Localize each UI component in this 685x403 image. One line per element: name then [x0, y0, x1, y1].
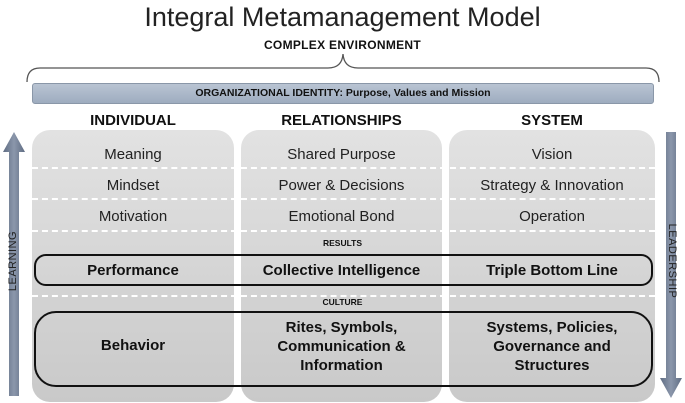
culture-label: CULTURE — [322, 297, 363, 307]
result-performance: Performance — [87, 262, 179, 279]
cell-operation: Operation — [519, 208, 585, 225]
learning-arrow-icon — [3, 132, 25, 396]
cell-meaning: Meaning — [104, 146, 162, 163]
diagram-title: Integral Metamanagement Model — [144, 2, 541, 32]
culture-band — [34, 311, 653, 387]
system-column — [449, 130, 655, 402]
individual-column — [32, 130, 234, 402]
organizational-identity-bar: ORGANIZATIONAL IDENTITY: Purpose, Values… — [32, 83, 654, 104]
row-divider — [32, 295, 655, 297]
cell-shared-purpose: Shared Purpose — [287, 146, 396, 163]
cell-motivation: Motivation — [98, 208, 168, 225]
results-band — [34, 254, 653, 286]
leadership-arrow-icon — [660, 132, 682, 398]
environment-brace — [26, 53, 660, 83]
result-triple-bottom-line: Triple Bottom Line — [486, 262, 618, 279]
leadership-label: LEADERSHIP — [666, 223, 678, 299]
cell-strategy-innovation: Strategy & Innovation — [480, 177, 624, 194]
cell-vision: Vision — [531, 146, 573, 163]
learning-label: LEARNING — [7, 230, 19, 292]
header-individual: INDIVIDUAL — [90, 112, 176, 129]
relationships-column — [241, 130, 442, 402]
environment-label: COMPLEX ENVIRONMENT — [263, 38, 422, 52]
culture-systems-policies: Systems, Policies, Governance and Struct… — [486, 319, 618, 374]
header-relationships: RELATIONSHIPS — [281, 112, 402, 129]
row-divider — [32, 198, 655, 200]
cell-mindset: Mindset — [106, 177, 160, 194]
row-divider — [32, 167, 655, 169]
result-collective-intelligence: Collective Intelligence — [262, 262, 421, 279]
culture-behavior: Behavior — [100, 337, 166, 354]
row-divider — [32, 230, 655, 232]
cell-power-decisions: Power & Decisions — [278, 177, 405, 194]
culture-rites-symbols: Rites, Symbols, Communication & Informat… — [277, 319, 406, 374]
cell-emotional-bond: Emotional Bond — [288, 208, 395, 225]
header-system: SYSTEM — [521, 112, 583, 129]
results-label: RESULTS — [322, 238, 363, 248]
